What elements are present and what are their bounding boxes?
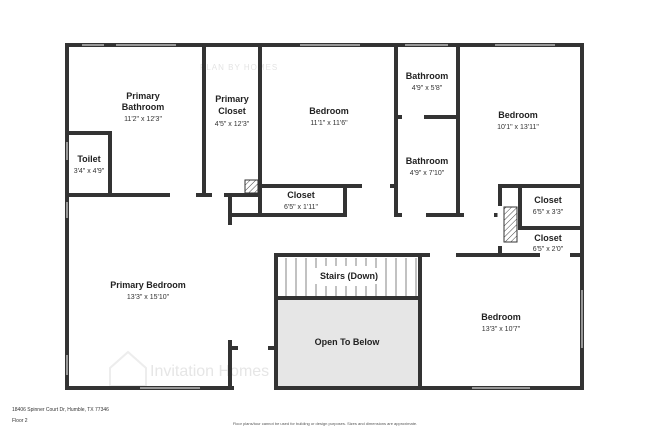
room-stairs: Stairs (Down)	[313, 268, 385, 284]
chase-right	[503, 206, 518, 243]
door-openings	[170, 114, 570, 351]
svg-text:Bedroom: Bedroom	[498, 110, 538, 120]
svg-text:10'1" x 13'11": 10'1" x 13'11"	[497, 124, 539, 131]
svg-text:Open To Below: Open To Below	[315, 337, 381, 347]
svg-text:6'5" x 1'11": 6'5" x 1'11"	[284, 204, 318, 211]
room-primary-closet: Primary Closet 4'5" x 12'3"	[215, 94, 250, 128]
watermark-top-text: PLAN BY HOMES	[200, 63, 278, 72]
disclaimer-text: Floor plans/tour cannot be used for buil…	[232, 421, 418, 426]
svg-text:Bedroom: Bedroom	[481, 312, 521, 322]
svg-text:13'3" x 10'7": 13'3" x 10'7"	[482, 326, 521, 333]
svg-text:6'5" x 3'3": 6'5" x 3'3"	[533, 209, 564, 216]
room-bedroom-bottom: Bedroom 13'3" x 10'7"	[481, 312, 521, 333]
svg-text:Closet: Closet	[534, 233, 562, 243]
room-primary-bedroom: Primary Bedroom 13'3" x 15'10"	[110, 280, 186, 301]
watermark-logo	[109, 350, 147, 387]
windows	[66, 44, 583, 389]
svg-text:Bedroom: Bedroom	[309, 106, 349, 116]
svg-text:Bathroom: Bathroom	[122, 102, 165, 112]
svg-text:Closet: Closet	[287, 190, 315, 200]
svg-text:Closet: Closet	[218, 106, 246, 116]
room-primary-bathroom: Primary Bathroom 11'2" x 12'3"	[122, 91, 165, 123]
room-closet-right-b: Closet 6'5" x 2'0"	[533, 233, 564, 253]
svg-text:4'5" x 12'3": 4'5" x 12'3"	[215, 121, 250, 128]
svg-text:Closet: Closet	[534, 195, 562, 205]
room-bedroom-top: Bedroom 11'1" x 11'6"	[309, 106, 349, 127]
chase-left	[244, 179, 259, 194]
open-to-below-area	[276, 299, 420, 387]
svg-text:3'4" x 4'9": 3'4" x 4'9"	[74, 168, 105, 175]
room-toilet: Toilet 3'4" x 4'9"	[74, 154, 105, 175]
room-bedroom-right: Bedroom 10'1" x 13'11"	[497, 110, 539, 131]
svg-text:11'1" x 11'6": 11'1" x 11'6"	[310, 120, 348, 127]
svg-text:Bathroom: Bathroom	[406, 156, 449, 166]
floor-label: Floor 2	[12, 418, 28, 424]
room-bathroom-b: Bathroom 4'9" x 7'10"	[406, 156, 449, 177]
svg-text:13'3" x 15'10": 13'3" x 15'10"	[127, 294, 170, 301]
svg-text:4'9" x 7'10": 4'9" x 7'10"	[410, 170, 445, 177]
svg-text:Primary: Primary	[126, 91, 160, 101]
svg-text:Primary: Primary	[215, 94, 249, 104]
watermark-brand: Invitation Homes	[150, 363, 269, 380]
svg-text:4'9" x 5'8": 4'9" x 5'8"	[412, 85, 443, 92]
svg-text:Toilet: Toilet	[77, 154, 100, 164]
svg-text:Bathroom: Bathroom	[406, 71, 449, 81]
room-closet-right-a: Closet 6'5" x 3'3"	[533, 195, 564, 216]
address-text: 18406 Spinner Court Dr, Humble, TX 77346	[12, 407, 109, 413]
room-open-to-below: Open To Below	[315, 337, 381, 347]
room-bathroom-a: Bathroom 4'9" x 5'8"	[406, 71, 449, 92]
room-closet-small: Closet 6'5" x 1'11"	[284, 190, 318, 211]
svg-text:Primary Bedroom: Primary Bedroom	[110, 280, 186, 290]
svg-text:Stairs (Down): Stairs (Down)	[320, 271, 378, 281]
svg-text:6'5" x 2'0": 6'5" x 2'0"	[533, 246, 564, 253]
svg-text:11'2" x 12'3": 11'2" x 12'3"	[124, 116, 162, 123]
